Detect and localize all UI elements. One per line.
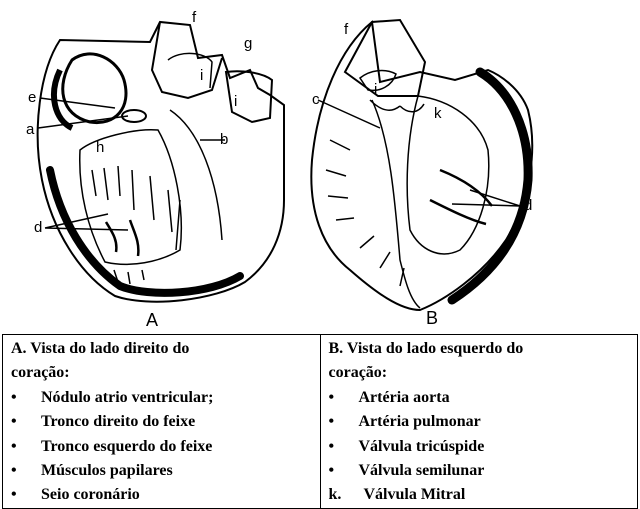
- bullet-icon: •: [11, 413, 17, 431]
- heart-b-label-c: c: [312, 91, 320, 108]
- heart-b-leaders: [317, 99, 521, 207]
- bullet-icon: •: [11, 486, 17, 504]
- heart-a-base-texture: [99, 265, 145, 285]
- heart-a-label-f: f: [192, 9, 197, 26]
- heart-a-ventricle-cavity: [78, 129, 183, 266]
- bullet-icon: •: [328, 413, 335, 431]
- heart-b-drawing: [310, 18, 534, 312]
- heart-a-label-a: a: [26, 121, 35, 138]
- heart-a-label-e: e: [28, 89, 36, 106]
- heart-a-labels: f g i i e a h b d A: [26, 9, 252, 330]
- heart-figure: f g i i e a h b d A f c i k d B: [26, 9, 534, 330]
- heart-a-aorta-inner: [167, 52, 213, 89]
- heart-b-label-d: d: [524, 197, 532, 214]
- bullet-icon: •: [328, 437, 335, 455]
- legend-left-item: • Tronco direito do feixe: [11, 410, 314, 434]
- heart-a-wall-shade: [46, 166, 244, 297]
- bullet-icon: •: [11, 462, 17, 480]
- heart-a-node: [121, 109, 147, 123]
- heart-a-drawing: [36, 20, 285, 303]
- legend-right-cell: B. Vista do lado esquerdo do coração: • A…: [319, 334, 638, 509]
- heart-b-labels: f c i k d B: [312, 21, 532, 328]
- heart-b-cusps: [369, 99, 425, 113]
- heart-a-label-i-2: i: [234, 93, 237, 110]
- legend-left-item: • Músculos papilares: [11, 459, 314, 483]
- legend-right-title-line1: B. Vista do lado esquerdo do: [328, 340, 524, 357]
- legend-left-title-line1: A. Vista do lado direito do: [11, 340, 190, 357]
- heart-b-outline: [310, 20, 534, 312]
- heart-b-papillary: [429, 168, 493, 226]
- heart-b-chamber-k: [406, 95, 490, 255]
- heart-a-papillary: [104, 219, 140, 257]
- legend-right-item-text: Artéria pulmonar: [358, 413, 481, 431]
- legend-left-item-text: Tronco direito do feixe: [41, 413, 196, 431]
- heart-a-panel-label: A: [146, 310, 158, 330]
- heart-a-outline: [36, 20, 285, 303]
- legend-right-item-text: Válvula tricúspide: [358, 437, 485, 455]
- legend-left-item: • Nódulo atrio ventricular;: [11, 386, 314, 410]
- heart-a-label-g: g: [244, 35, 252, 52]
- heart-b-panel-label: B: [426, 308, 438, 328]
- heart-a-atrium-shadow: [51, 68, 74, 131]
- heart-a-atrium: [61, 52, 128, 125]
- legend-left-item-text: Tronco esquerdo do feixe: [41, 437, 213, 455]
- heart-a-label-h: h: [96, 139, 104, 156]
- heart-b-label-i: i: [374, 81, 377, 98]
- heart-illustration: f g i i e a h b d A f c i k d B: [26, 9, 534, 330]
- heart-a-label-i-1: i: [200, 67, 203, 84]
- bullet-icon: •: [11, 437, 17, 455]
- legend-left-title-line2: coração:: [11, 364, 70, 382]
- heart-a-label-d: d: [34, 219, 42, 236]
- legend-right-item-k: k. Válvula Mitral: [329, 483, 632, 507]
- bullet-icon: •: [328, 462, 335, 480]
- legend-right-k-marker: k.: [328, 486, 342, 504]
- heart-b-label-f: f: [344, 21, 349, 38]
- heart-b-septum: [371, 99, 421, 309]
- legend-left-item-text: Músculos papilares: [41, 462, 173, 480]
- heart-a-leaders: [37, 97, 225, 231]
- legend-left-item: • Tronco esquerdo do feixe: [11, 435, 314, 459]
- heart-b-aorta: [343, 18, 427, 97]
- legend-left-item-text: Nódulo atrio ventricular;: [41, 388, 214, 406]
- legend-right-title-line2: coração:: [328, 364, 388, 382]
- bullet-icon: •: [11, 388, 17, 406]
- heart-a-aorta: [150, 21, 223, 100]
- legend-right-item-text: Válvula Mitral: [363, 486, 466, 504]
- heart-a-septum: [169, 109, 223, 241]
- legend-left-cell: A. Vista do lado direito do coração: • Nó…: [2, 334, 321, 509]
- heart-a-pulmonary: [224, 70, 274, 124]
- legend-table: A. Vista do lado direito do coração: • Nó…: [2, 334, 638, 509]
- legend-right-item-text: Válvula semilunar: [358, 462, 485, 480]
- legend-left-item: • Seio coronário: [11, 483, 314, 507]
- legend-right-item: • Artéria pulmonar: [329, 410, 632, 434]
- legend-right-item: • Válvula semilunar: [329, 459, 632, 483]
- heart-b-aorta-inner: [358, 69, 397, 92]
- legend-right-item: • Válvula tricúspide: [329, 435, 632, 459]
- heart-a-trabeculae: [91, 165, 181, 251]
- heart-b-outer-shade: [447, 67, 533, 305]
- bullet-icon: •: [328, 388, 335, 406]
- legend-right-item: • Artéria aorta: [329, 386, 632, 410]
- legend-left-item-text: Seio coronário: [41, 486, 140, 504]
- heart-b-label-k: k: [434, 105, 442, 122]
- legend-right-item-text: Artéria aorta: [358, 388, 450, 406]
- heart-b-trabeculae: [325, 139, 405, 287]
- heart-a-label-b: b: [220, 131, 228, 148]
